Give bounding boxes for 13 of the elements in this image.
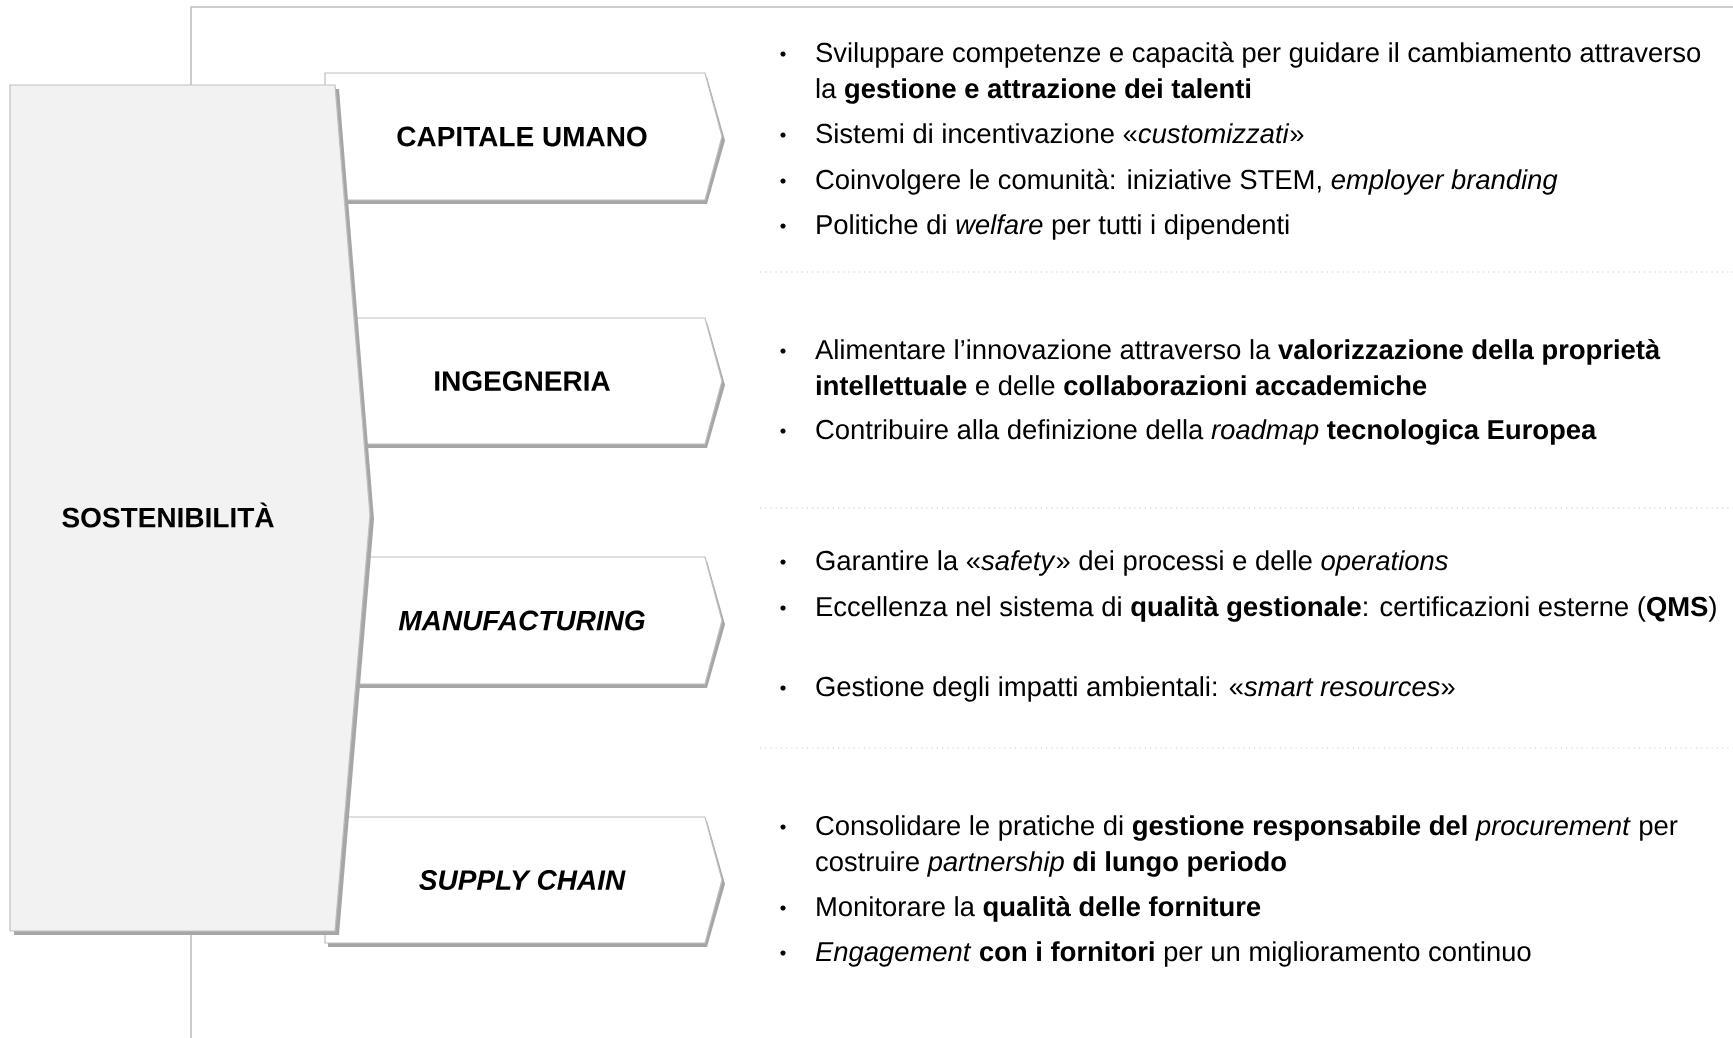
chevron-box: INGEGNERIA [324, 317, 725, 448]
bullet-text: Eccellenza nel sistema di qualità gestionale: certificazioni esterne (QMS) [817, 595, 1716, 622]
chevron-box: SUPPLY CHAIN [324, 816, 725, 947]
bullet-text: Sistemi di incentivazione «customizzati» [816, 123, 1304, 144]
bullet-text: Engagement con i fornitori per un miglioramento continuo [815, 941, 1531, 967]
category-panel: SOSTENIBILITÀ [9, 84, 374, 935]
bullet-text: Contribuire alla definizione della roadmap tecnologica Europea [816, 419, 1597, 445]
chevron-box: CAPITALE UMANO [324, 72, 725, 204]
bullet-text: Garantire la «safety» dei processi e delle operations [816, 550, 1448, 576]
bullet-text: Gestione degli impatti ambientali: «smart resources» [816, 676, 1455, 702]
bullet-text: Coinvolgere le comunità: iniziative STEM, employer branding [816, 168, 1558, 195]
bullet-text: Monitorare la qualità delle forniture [817, 895, 1261, 922]
bullet-text: Politiche di welfare per tutti i dipendenti [817, 214, 1289, 240]
